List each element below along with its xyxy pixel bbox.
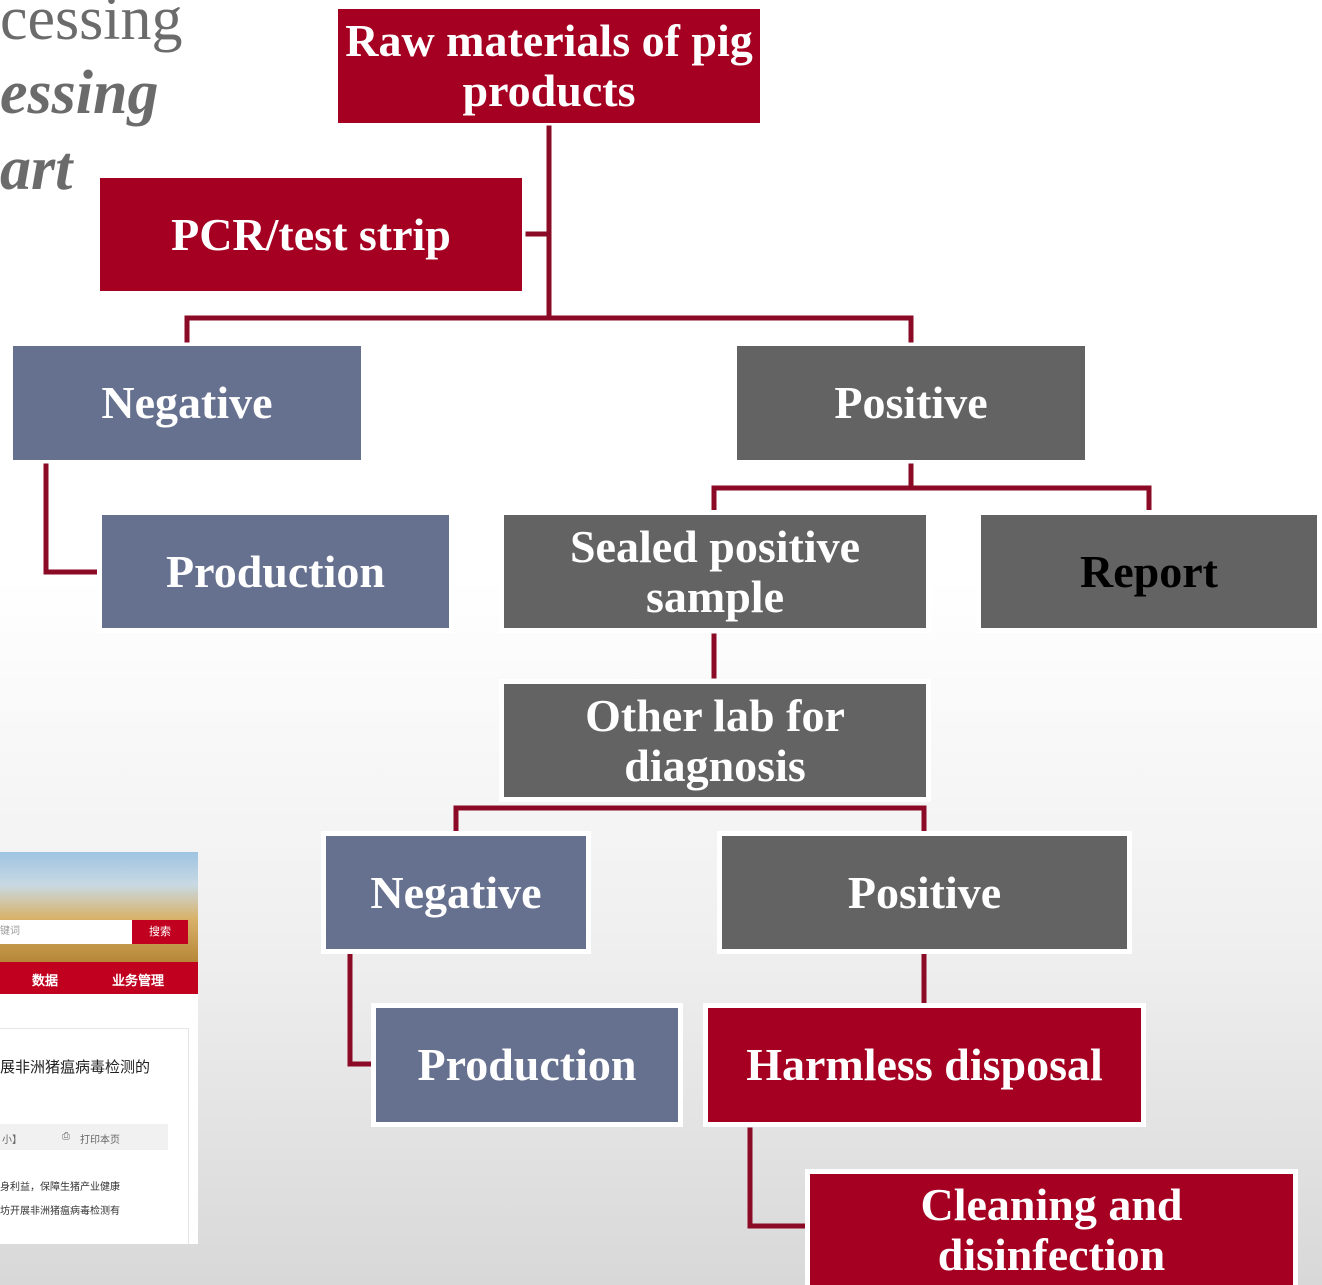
production-box-1: Production	[97, 510, 454, 633]
connector-negative-production	[43, 463, 103, 575]
title-fragment-3: art	[0, 135, 73, 203]
connector-negative-production-2	[347, 953, 375, 1067]
title-fragment-2: essing	[0, 59, 159, 127]
connector-positive-report	[908, 485, 1152, 515]
production-box-2: Production	[371, 1003, 683, 1127]
article-panel	[0, 1028, 189, 1244]
harmless-disposal-box: Harmless disposal	[703, 1003, 1146, 1127]
other-lab-box: Other lab for diagnosis	[499, 679, 931, 802]
search-button[interactable]: 搜索	[132, 920, 188, 944]
sealed-positive-sample-box: Sealed positive sample	[499, 510, 931, 633]
print-label[interactable]: 打印本页	[80, 1135, 120, 1146]
font-size-label[interactable]: 小】	[2, 1135, 22, 1146]
connector-disposal-cleaning	[747, 1127, 809, 1229]
cleaning-disinfection-box: Cleaning and disinfection	[805, 1169, 1298, 1285]
positive-box-1: Positive	[737, 346, 1085, 460]
article-paragraph-line-2: 坊开展非洲猪瘟病毒检测有	[0, 1206, 120, 1217]
connector-split-1	[184, 315, 914, 343]
raw-materials-box: Raw materials of pig products	[338, 9, 760, 123]
webpage-thumbnail: 键词 搜索 数据 业务管理 展非洲猪瘟病毒检测的 小】 ⎙ 打印本页 身利益，保…	[0, 852, 198, 1244]
positive-box-2: Positive	[717, 831, 1132, 954]
connector-split-2	[453, 805, 927, 833]
print-icon[interactable]: ⎙	[62, 1131, 70, 1142]
article-headline: 展非洲猪瘟病毒检测的	[0, 1058, 151, 1076]
article-toolbar: 小】 ⎙ 打印本页	[0, 1124, 168, 1150]
search-input[interactable]: 键词	[0, 920, 132, 944]
nav-bar: 数据 业务管理	[0, 962, 198, 994]
article-paragraph-line-1: 身利益，保障生猪产业健康	[0, 1182, 120, 1193]
negative-box-1: Negative	[13, 346, 361, 460]
pcr-test-strip-box: PCR/test strip	[100, 178, 522, 291]
nav-item-data[interactable]: 数据	[32, 974, 59, 989]
negative-box-2: Negative	[321, 831, 591, 954]
report-box: Report	[976, 510, 1322, 633]
nav-item-business[interactable]: 业务管理	[112, 974, 165, 989]
title-fragment-1: cessing	[0, 0, 183, 53]
wheat-banner-image	[0, 852, 198, 962]
connector-positive-sealed	[711, 463, 914, 515]
